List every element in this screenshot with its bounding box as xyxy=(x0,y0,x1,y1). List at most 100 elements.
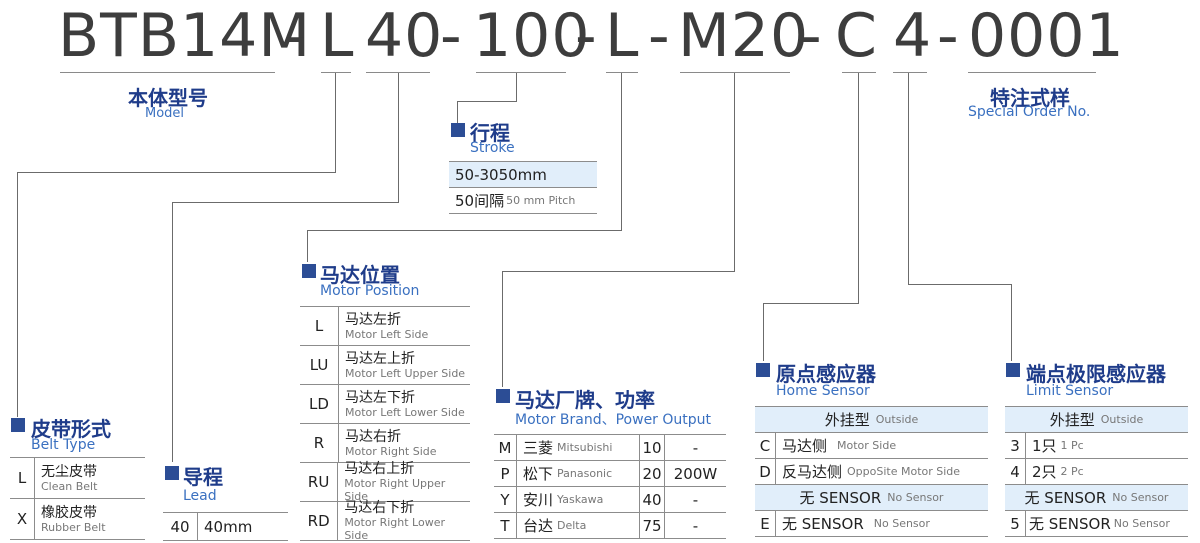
brand-code: P xyxy=(494,461,517,486)
table-row: 无 SENSOR No Sensor xyxy=(1005,485,1188,511)
table-row: 40 40mm xyxy=(163,513,288,541)
underline-belt xyxy=(321,72,351,73)
code-motor-position: L xyxy=(605,1,640,71)
home-nosensor-cn: 无 SENSOR xyxy=(799,489,882,507)
motor-brand-marker-icon xyxy=(496,389,510,403)
position-en: Motor Right Side xyxy=(345,444,437,458)
code-base: BTB14M xyxy=(58,1,312,71)
connector-limit xyxy=(908,284,1012,285)
lead-value: 40mm xyxy=(204,517,253,536)
code-lead: 40 xyxy=(365,1,444,71)
brand-en: Delta xyxy=(557,519,587,532)
limit-sensor-marker-icon xyxy=(1006,363,1020,377)
brand-power: - xyxy=(692,490,699,509)
lead-label-cn: 导程 xyxy=(183,465,223,489)
code-home-sensor: C xyxy=(835,1,878,71)
connector-brand xyxy=(502,271,503,387)
limit-outside-en: Outside xyxy=(1100,413,1144,426)
belt-type-label-en: Belt Type xyxy=(31,437,96,453)
table-row: 50-3050mm xyxy=(449,162,597,188)
connector-stroke xyxy=(457,101,458,123)
special-label-en: Special Order No. xyxy=(968,104,1091,120)
home-en: OppoSite Motor Side xyxy=(847,465,961,478)
code-belt-type: L xyxy=(320,1,355,71)
belt-type-marker-icon xyxy=(11,418,25,432)
connector-brand xyxy=(502,271,735,272)
motor-brand-label-cn: 马达厂牌、功率 xyxy=(515,388,655,412)
connector-home xyxy=(858,73,859,304)
home-code: E xyxy=(755,511,776,536)
code-limit-sensor: 4 xyxy=(893,1,933,71)
brand-cn: 松下 xyxy=(523,465,554,483)
connector-home xyxy=(763,303,764,361)
position-code: RD xyxy=(300,502,339,540)
brand-power: - xyxy=(692,516,699,535)
code-dash: - xyxy=(937,1,960,71)
connector-position xyxy=(307,230,308,262)
brand-en: Mitsubishi xyxy=(557,441,613,454)
position-code: L xyxy=(300,307,339,345)
table-row: 50间隔 50 mm Pitch xyxy=(449,188,597,214)
connector-belt xyxy=(335,73,336,173)
code-special: 0001 xyxy=(968,1,1125,71)
position-cn: 马达左下折 xyxy=(345,389,415,406)
position-en: Motor Left Upper Side xyxy=(345,366,466,380)
brand-watt-code: 20 xyxy=(640,461,665,486)
motor-position-label-cn: 马达位置 xyxy=(320,263,400,287)
position-code: RU xyxy=(300,463,339,501)
position-code: R xyxy=(300,424,339,462)
brand-cn: 安川 xyxy=(523,491,554,509)
home-sensor-label-cn: 原点感应器 xyxy=(776,362,876,386)
stroke-range: 50-3050mm xyxy=(455,165,547,184)
home-outside-cn: 外挂型 xyxy=(824,411,870,429)
belt-code: X xyxy=(10,499,35,539)
code-dash: - xyxy=(648,1,671,71)
brand-cn: 三菱 xyxy=(523,439,554,457)
home-cn: 马达侧 xyxy=(782,437,828,455)
stroke-table: 50-3050mm 50间隔 50 mm Pitch xyxy=(449,161,597,214)
brand-code: Y xyxy=(494,487,517,512)
table-row: D 反马达侧 OppoSite Motor Side xyxy=(755,459,988,485)
home-cn: 反马达侧 xyxy=(782,463,843,481)
limit-sensor-label-cn: 端点极限感应器 xyxy=(1026,362,1166,386)
position-code: LU xyxy=(300,346,339,384)
belt-en: Clean Belt xyxy=(41,479,98,493)
brand-cn: 台达 xyxy=(523,517,554,535)
home-code: D xyxy=(755,459,776,484)
limit-code: 5 xyxy=(1005,511,1026,536)
brand-watt-code: 75 xyxy=(640,513,665,538)
stroke-label-en: Stroke xyxy=(470,140,515,156)
belt-cn: 无尘皮带 xyxy=(41,463,97,480)
connector-lead xyxy=(398,73,399,203)
limit-nosensor: 无 SENSOR No Sensor xyxy=(1005,485,1188,510)
lead-marker-icon xyxy=(165,466,179,480)
limit-outside-cn: 外挂型 xyxy=(1049,411,1095,429)
underline-position xyxy=(606,72,638,73)
stroke-label-cn: 行程 xyxy=(470,121,510,145)
limit-nosensor-cn: 无 SENSOR xyxy=(1024,489,1107,507)
limit-nosensor-en: No Sensor xyxy=(1112,491,1169,504)
position-en: Motor Right Lower Side xyxy=(344,516,446,542)
underline-stroke xyxy=(476,72,566,73)
underline-base xyxy=(60,72,275,73)
